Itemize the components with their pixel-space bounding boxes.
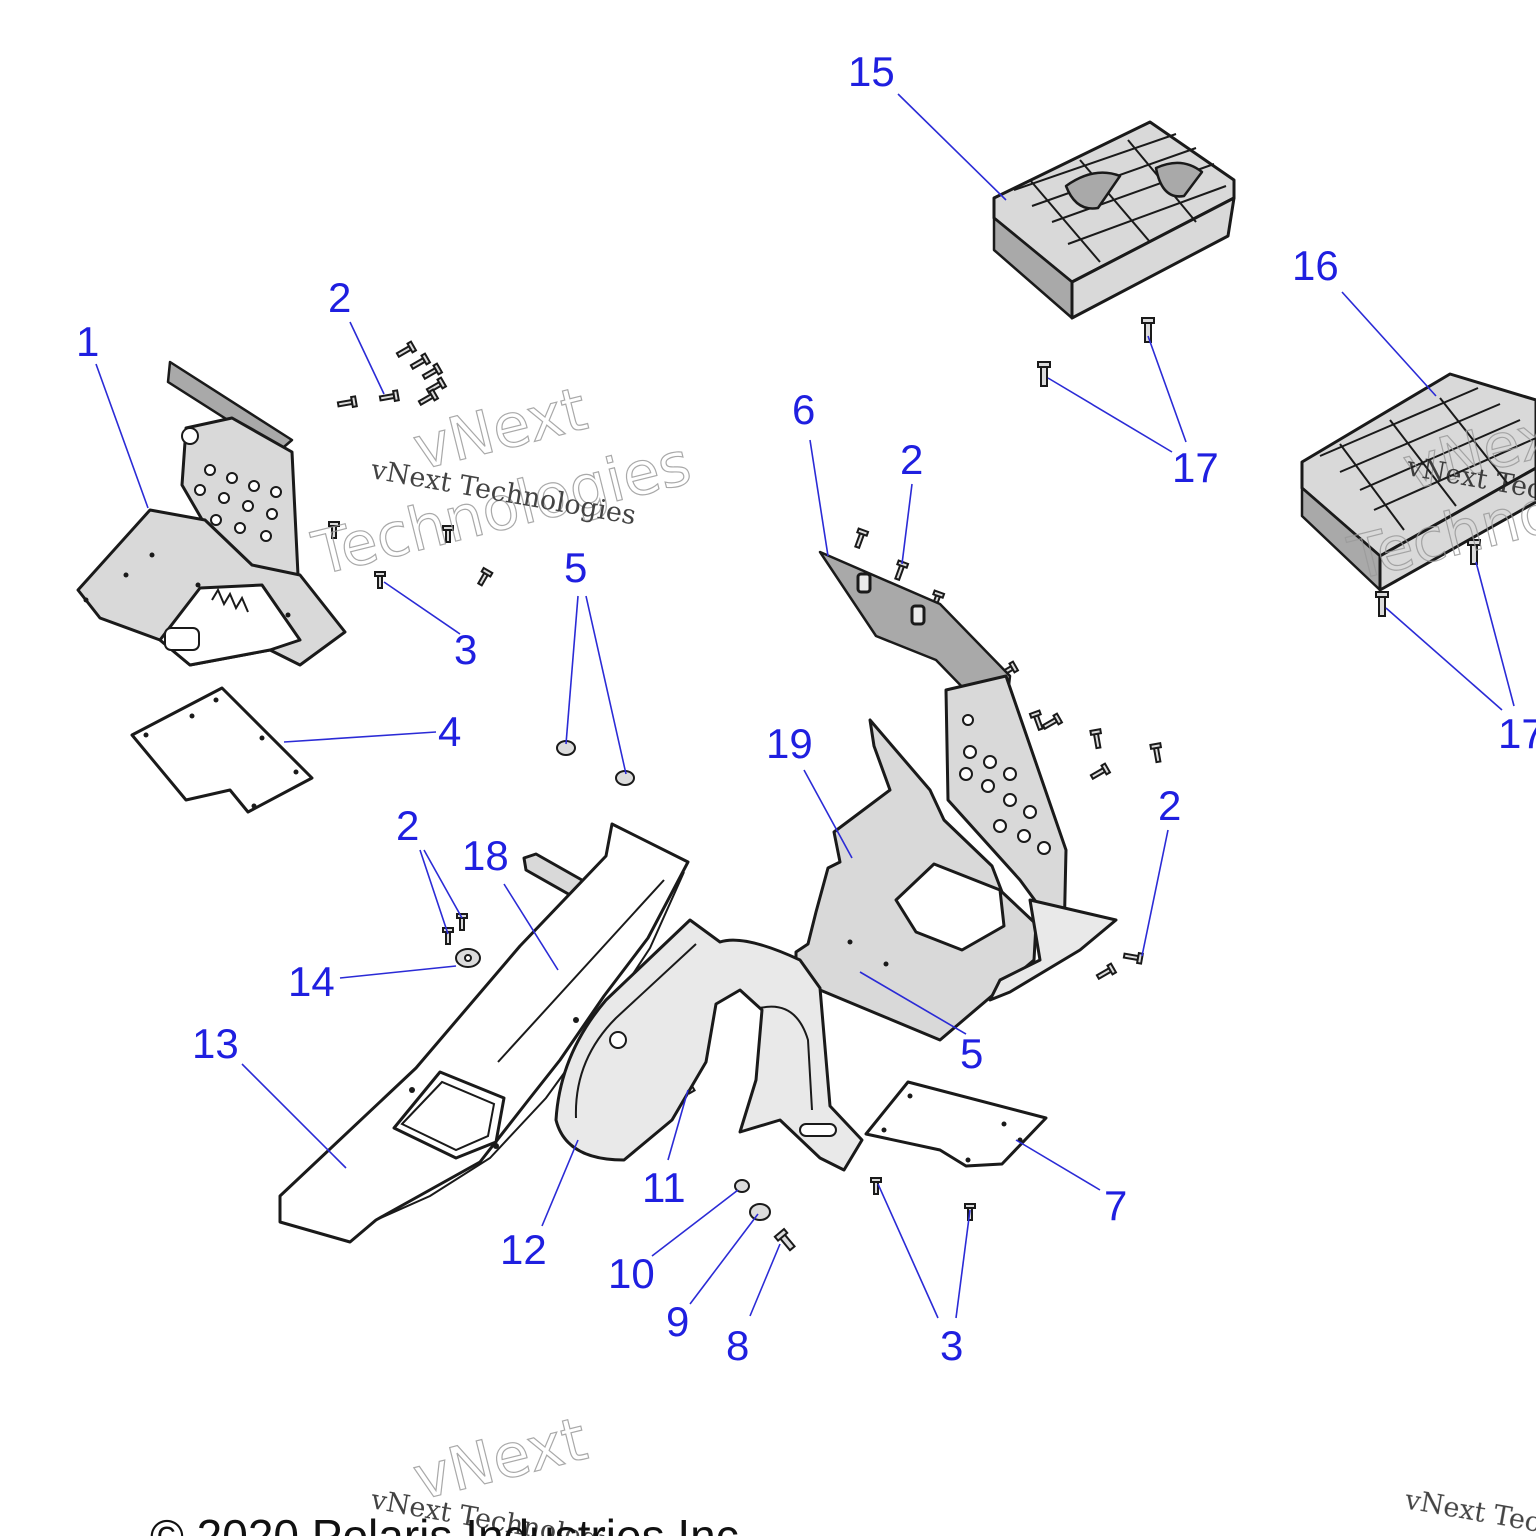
fasteners xyxy=(328,317,1481,1252)
callout-11: 11 xyxy=(642,1164,686,1211)
panel-1-perforations xyxy=(194,464,282,542)
callout-15: 15 xyxy=(848,48,895,95)
callout-1: 1 xyxy=(76,318,99,365)
callout-2-upper-right: 2 xyxy=(900,436,923,483)
callout-18: 18 xyxy=(462,832,509,879)
callout-14: 14 xyxy=(288,958,335,1005)
footrest-16-grid xyxy=(1319,387,1536,531)
callout-13: 13 xyxy=(192,1020,239,1067)
callout-5-lower: 5 xyxy=(960,1030,983,1077)
part-15-footrest xyxy=(992,120,1236,320)
part-16-footrest xyxy=(1300,372,1536,592)
panel-6-perforations xyxy=(959,714,1051,855)
callout-9: 9 xyxy=(666,1298,689,1345)
callout-3-lower: 3 xyxy=(940,1322,963,1369)
part-1-left-panel xyxy=(76,360,347,667)
callout-16: 16 xyxy=(1292,242,1339,289)
callout-3-left: 3 xyxy=(454,626,477,673)
callout-4: 4 xyxy=(438,708,461,755)
part-12-belt-guard xyxy=(554,918,864,1172)
callout-10: 10 xyxy=(608,1250,655,1297)
callout-6: 6 xyxy=(792,386,815,433)
callout-5-upper: 5 xyxy=(564,544,587,591)
watermark-text-bottom-right: vNext Technologies xyxy=(1402,1484,1536,1536)
part-13-tunnel-panel xyxy=(278,822,690,1244)
callout-12: 12 xyxy=(500,1226,547,1273)
callout-2-right: 2 xyxy=(1158,782,1181,829)
callout-labels: 1 2 3 4 5 6 2 19 2 2 18 14 13 5 12 11 10… xyxy=(76,48,1536,1369)
leader-lines xyxy=(95,93,1515,1319)
callout-2-lower-left: 2 xyxy=(396,802,419,849)
part-7-right-plate xyxy=(864,1080,1048,1168)
callout-17-right: 17 xyxy=(1498,710,1536,757)
callout-17-upper: 17 xyxy=(1172,444,1219,491)
copyright-footer: © 2020 Polaris Industries Inc. xyxy=(150,1510,752,1536)
part-6-right-panel xyxy=(818,550,1068,942)
callout-19: 19 xyxy=(766,720,813,767)
part-4-left-plate xyxy=(130,686,314,814)
callout-8: 8 xyxy=(726,1322,749,1369)
callout-7: 7 xyxy=(1104,1182,1127,1229)
callout-2-upper-left: 2 xyxy=(328,274,351,321)
